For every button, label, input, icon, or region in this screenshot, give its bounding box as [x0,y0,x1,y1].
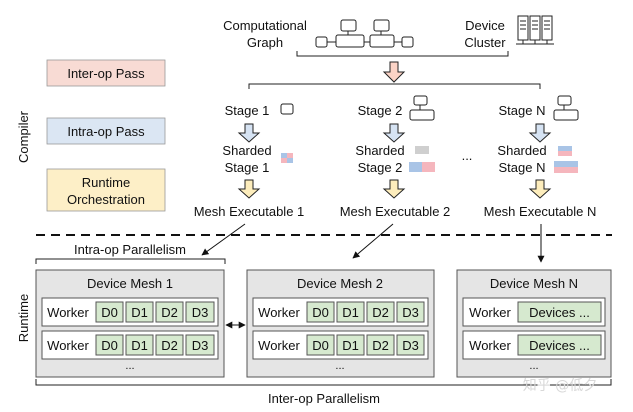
stage-1-label: Stage 1 [225,103,270,118]
device-label: D1 [342,305,359,320]
intra-op-pass-label: Intra-op Pass [67,124,145,139]
dispatch-arrow-2 [352,223,394,259]
sharded-stage-1-line1: Sharded [222,143,271,158]
device-mesh-2-worker-2: Worker D0 D1 D2 D3 [252,330,429,360]
device-label: D0 [101,338,118,353]
devices-label: Devices ... [529,338,590,353]
device-mesh-2-more: ... [335,360,344,372]
runtime-orchestration-label-line2: Orchestration [67,192,145,207]
dispatch-arrow-1 [201,223,246,256]
device-mesh-1: Device Mesh 1 Worker D0 D1 D2 D3 Worker … [35,269,225,378]
stage-1-icon [280,103,294,115]
device-label: D3 [402,338,419,353]
device-mesh-n-title: Device Mesh N [490,276,578,291]
device-label: D0 [101,305,118,320]
sharded-stage-2-icon [409,146,435,172]
device-label: D0 [312,305,329,320]
device-label: D1 [342,338,359,353]
worker-label: Worker [258,338,300,353]
device-label: D2 [372,338,389,353]
device-mesh-n-worker-1: Worker Devices ... [462,297,606,327]
inter-op-pass-legend [46,59,166,87]
runtime-orchestration-label-line1: Runtime [82,175,130,190]
sharded-stage-1-icon [281,153,293,163]
intra-op-arrow-n [528,123,552,143]
devices-label: Devices ... [529,305,590,320]
intra-op-arrow-2 [382,123,406,143]
device-label: D3 [192,338,209,353]
stage-n-column: Stage N Sharded Stage N Mesh Executable … [484,95,597,219]
device-label: D2 [372,305,389,320]
worker-label: Worker [47,305,89,320]
device-label: D3 [402,305,419,320]
sharded-stage-1-line2: Stage 1 [225,160,270,175]
device-mesh-n: Device Mesh N Worker Devices ... Worker … [456,269,612,378]
worker-label: Worker [469,305,511,320]
runtime-arrow-1 [237,179,261,199]
device-mesh-1-worker-2: Worker D0 D1 D2 D3 [41,330,219,360]
inter-op-arrow [382,61,406,83]
device-label: D0 [312,338,329,353]
device-cluster-label-line1: Device [465,18,505,33]
stages-ellipsis: ... [462,148,473,163]
device-cluster-label-line2: Cluster [464,35,506,50]
sharded-stage-n-line2: Stage N [499,160,546,175]
watermark-text: 知乎 @低夕 [523,377,597,394]
runtime-arrow-n [528,179,552,199]
mesh-executable-2-label: Mesh Executable 2 [340,204,451,219]
stage-n-label: Stage N [499,103,546,118]
intra-op-arrow-1 [237,123,261,143]
runtime-label: Runtime [16,294,31,342]
device-mesh-1-more: ... [125,360,134,372]
device-mesh-n-worker-2: Worker Devices ... [462,330,606,360]
intra-op-parallelism-label: Intra-op Parallelism [74,242,186,257]
stage-1-column: Stage 1 Sharded Stage 1 Mesh Executable … [194,103,305,219]
mesh-executable-n-label: Mesh Executable N [484,204,597,219]
stage-2-label: Stage 2 [358,103,403,118]
sharded-stage-n-icon [554,146,578,173]
inter-op-pass-label: Inter-op Pass [67,66,145,81]
device-mesh-1-title: Device Mesh 1 [87,276,173,291]
device-mesh-2: Device Mesh 2 Worker D0 D1 D2 D3 Worker … [246,269,435,378]
device-label: D2 [161,305,178,320]
worker-label: Worker [469,338,511,353]
device-label: D1 [131,305,148,320]
computational-graph-label-line2: Graph [247,35,283,50]
stage-2-icon [409,95,435,121]
stage-2-column: Stage 2 Sharded Stage 2 Mesh Executable … [340,95,451,219]
runtime-orchestration-legend [46,168,166,212]
sharded-stage-2-line2: Stage 2 [358,160,403,175]
sharded-stage-n-line1: Sharded [497,143,546,158]
device-mesh-2-title: Device Mesh 2 [297,276,383,291]
compiler-label: Compiler [16,110,31,163]
worker-label: Worker [47,338,89,353]
device-label: D3 [192,305,209,320]
stage-n-icon [553,95,579,121]
worker-label: Worker [258,305,300,320]
inter-op-parallelism-label: Inter-op Parallelism [268,391,380,406]
computational-graph-label-line1: Computational [223,18,307,33]
sharded-stage-2-line1: Sharded [355,143,404,158]
intra-op-pass-legend [46,117,166,145]
device-mesh-2-worker-1: Worker D0 D1 D2 D3 [252,297,429,327]
device-mesh-1-worker-1: Worker D0 D1 D2 D3 [41,297,219,327]
device-label: D1 [131,338,148,353]
graph-icon [315,19,414,48]
device-mesh-n-more: ... [529,360,538,372]
server-rack-icon [516,15,554,45]
mesh-executable-1-label: Mesh Executable 1 [194,204,305,219]
runtime-arrow-2 [382,179,406,199]
device-label: D2 [161,338,178,353]
